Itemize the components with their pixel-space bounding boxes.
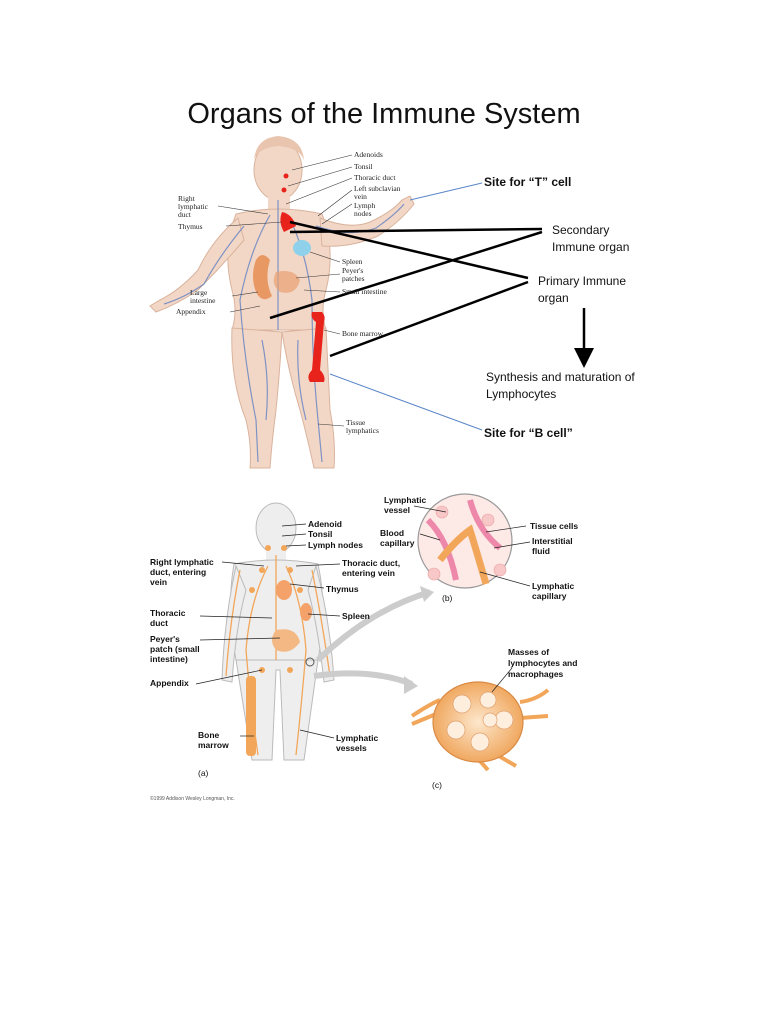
label-tissue-lymphatics-2: lymphatics [346, 426, 379, 435]
figure1-annotation-lines [269, 182, 594, 431]
page-title: Organs of the Immune System [187, 98, 581, 130]
label2-bone-marrow-2: marrow [198, 740, 229, 750]
label2-right-lymphatic: Right lymphatic [150, 557, 214, 567]
label2-peyers-2: patch (small [150, 644, 200, 654]
label2-blood-capillary-2: capillary [380, 538, 415, 548]
label-right-lymphatic: Right [178, 194, 196, 203]
figure1-leader-lines [217, 154, 353, 427]
label-appendix: Appendix [176, 307, 206, 316]
label2-masses-2: lymphocytes and [508, 658, 577, 668]
bone-marrow-organ [308, 312, 325, 382]
thymus-organ-2 [276, 580, 292, 600]
label-peyers: Peyer's [342, 266, 363, 275]
panel-label-a: (a) [198, 768, 209, 778]
label2-interstitial-2: fluid [532, 546, 550, 556]
label-left-subclavian: Left subclavian [354, 184, 401, 193]
annotation-synthesis: Synthesis and maturation of [486, 370, 635, 384]
spleen-organ [293, 240, 311, 256]
annotation-primary: Primary Immune [538, 274, 626, 288]
spleen-organ-2 [300, 603, 312, 621]
label2-blood-capillary: Blood [380, 528, 404, 538]
annotation-synthesis-2: Lymphocytes [486, 387, 556, 401]
thymus-organ [280, 212, 296, 232]
large-intestine-organ [253, 255, 272, 300]
label-right-lymphatic-3: duct [178, 210, 192, 219]
label2-thoracic-duct-2: duct [150, 618, 168, 628]
label2-thoracic-duct-vein: Thoracic duct, [342, 558, 400, 568]
label2-appendix: Appendix [150, 678, 189, 688]
label-small-intestine: Small intestine [342, 287, 387, 296]
arrow-to-c [313, 670, 414, 687]
label2-lymphatic-vessels: Lymphatic [336, 733, 378, 743]
annotation-t-cell: Site for “T” cell [484, 175, 571, 189]
label2-masses: Masses of [508, 647, 549, 657]
copyright-note: ©1999 Addison Wesley Longman, Inc. [150, 795, 235, 802]
bone-marrow-organ-2 [246, 676, 256, 756]
label2-masses-3: macrophages [508, 669, 564, 679]
label2-adenoid: Adenoid [308, 519, 342, 529]
label-spleen: Spleen [342, 257, 363, 266]
label2-tonsil: Tonsil [308, 529, 332, 539]
annotation-secondary: Secondary [552, 223, 609, 237]
label2-thoracic-duct-vein-2: entering vein [342, 568, 395, 578]
label-thoracic-duct: Thoracic duct [354, 173, 396, 182]
label2-peyers-3: intestine) [150, 654, 188, 664]
label-adenoids: Adenoids [354, 150, 383, 159]
label2-spleen: Spleen [342, 611, 370, 621]
label2-lymphatic-vessel: Lymphatic [384, 495, 426, 505]
label2-interstitial: Interstitial [532, 536, 573, 546]
label-tissue-lymphatics: Tissue [346, 418, 366, 427]
figure2-leader-lines [195, 505, 531, 739]
inset-c-lymph-node [410, 681, 550, 772]
annotation-b-cell: Site for “B cell” [484, 426, 573, 440]
label2-right-lymphatic-2: duct, entering [150, 567, 206, 577]
label-tonsil: Tonsil [354, 162, 373, 171]
label2-lymph-nodes: Lymph nodes [308, 540, 363, 550]
label2-bone-marrow: Bone [198, 730, 220, 740]
panel-label-c: (c) [432, 780, 442, 790]
label2-lymphatic-vessel-2: vessel [384, 505, 410, 515]
label-lymph-nodes-2: nodes [354, 209, 372, 218]
label-large-intestine-2: intestine [190, 296, 216, 305]
label2-tissue-cells: Tissue cells [530, 521, 578, 531]
label-lymph-nodes: Lymph [354, 201, 376, 210]
label2-thymus: Thymus [326, 584, 359, 594]
label2-lymphatic-capillary-2: capillary [532, 591, 567, 601]
annotation-primary-2: organ [538, 291, 569, 305]
small-intestine-organ [273, 271, 300, 293]
label2-lymphatic-vessels-2: vessels [336, 743, 367, 753]
panel-label-b: (b) [442, 593, 453, 603]
label2-peyers: Peyer's [150, 634, 180, 644]
label2-lymphatic-capillary: Lymphatic [532, 581, 574, 591]
label2-thoracic-duct: Thoracic [150, 608, 186, 618]
label-peyers-2: patches [342, 274, 365, 283]
label-bone-marrow: Bone marrow [342, 329, 384, 338]
label-right-lymphatic-2: lymphatic [178, 202, 209, 211]
label-left-subclavian-2: vein [354, 192, 367, 201]
arrow-to-b [315, 589, 431, 663]
intestine-organ-2 [272, 629, 300, 652]
label-thymus: Thymus [178, 222, 203, 231]
label2-right-lymphatic-3: vein [150, 577, 167, 587]
annotation-secondary-2: Immune organ [552, 240, 629, 254]
inset-b-lymphatic-capillary [417, 493, 513, 589]
label-large-intestine: Large [190, 288, 208, 297]
